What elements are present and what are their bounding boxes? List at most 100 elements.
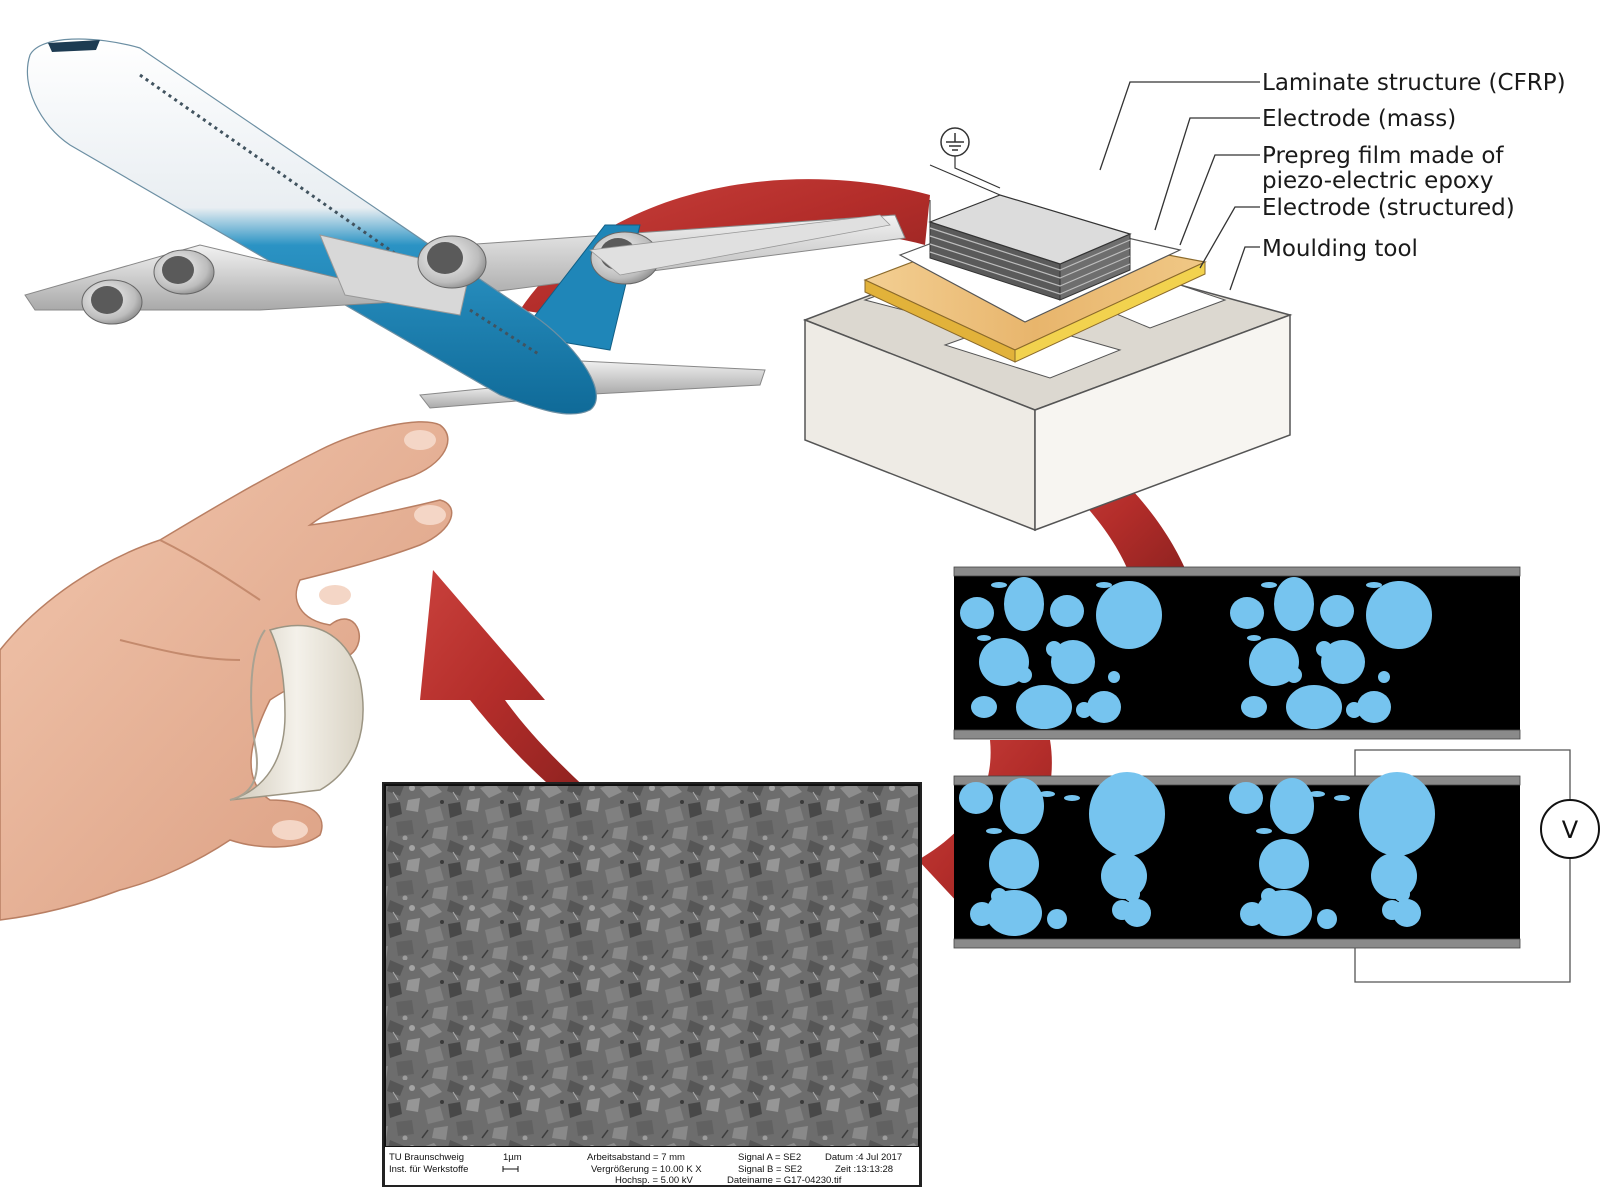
particle xyxy=(1394,886,1410,902)
particle xyxy=(1366,581,1432,649)
particle xyxy=(1286,667,1302,683)
ground-icon xyxy=(940,127,1001,189)
particle xyxy=(1309,791,1325,797)
label-moulding-tool: Moulding tool xyxy=(1262,236,1418,262)
electrode-bottom-upper xyxy=(953,775,1521,786)
hand-with-ring xyxy=(0,421,453,921)
particle xyxy=(1316,641,1332,657)
piezo-ring-sample xyxy=(229,624,364,801)
particle xyxy=(1000,778,1044,834)
sem-footer: TU Braunschweig Inst. für Werkstoffe 1µm… xyxy=(385,1147,919,1186)
particle xyxy=(988,666,1000,678)
particle xyxy=(1089,772,1165,856)
sem-filename: Dateiname = G17-04230.tif xyxy=(727,1175,842,1186)
laminate-cfrp xyxy=(928,164,1132,301)
label-electrode-structured: Electrode (structured) xyxy=(1262,195,1515,221)
particle xyxy=(1108,671,1120,683)
particle xyxy=(1051,640,1095,684)
particle xyxy=(1050,595,1084,627)
particles-aligned xyxy=(959,772,1435,936)
sem-institution-2: Inst. für Werkstoffe xyxy=(389,1164,468,1175)
sem-magnification: Vergrößerung = 10.00 K X xyxy=(591,1164,702,1175)
particle xyxy=(1286,685,1342,729)
particle xyxy=(1320,595,1354,627)
particle xyxy=(1096,581,1162,649)
particle xyxy=(1064,795,1080,801)
particle xyxy=(986,828,1002,834)
label-electrode-mass: Electrode (mass) xyxy=(1262,106,1456,132)
particle xyxy=(977,635,991,641)
voltmeter-symbol: V xyxy=(1562,816,1579,844)
label-prepreg-line2: piezo-electric epoxy xyxy=(1262,168,1494,194)
particle xyxy=(1240,902,1264,926)
electrode-top-upper xyxy=(953,566,1521,577)
particle xyxy=(1124,886,1140,902)
label-leader-lines xyxy=(1099,81,1260,291)
particle xyxy=(989,839,1039,889)
particle xyxy=(1346,702,1362,718)
particle xyxy=(1047,909,1067,929)
sem-voltage: Hochsp. = 5.00 kV xyxy=(615,1175,694,1186)
particle xyxy=(1258,666,1270,678)
sem-scale-label: 1µm xyxy=(503,1152,522,1163)
sem-micrograph: TU Braunschweig Inst. für Werkstoffe 1µm… xyxy=(382,782,922,1187)
sem-image-area xyxy=(385,785,919,1147)
particle xyxy=(1357,691,1391,723)
particle xyxy=(1256,828,1272,834)
particle xyxy=(1371,853,1417,899)
label-laminate: Laminate structure (CFRP) xyxy=(1262,70,1566,96)
particle xyxy=(1366,582,1382,588)
particle xyxy=(971,696,997,718)
electrode-top-lower xyxy=(953,729,1521,740)
airplane-cockpit-window xyxy=(48,40,100,52)
particle xyxy=(1096,582,1112,588)
particle xyxy=(1004,577,1044,631)
particle xyxy=(1046,641,1062,657)
particle xyxy=(1123,899,1151,927)
schematic-unpoled xyxy=(953,566,1521,740)
particle xyxy=(1076,702,1092,718)
particle xyxy=(1317,909,1337,929)
hand-palm xyxy=(0,421,453,921)
particle xyxy=(1241,696,1267,718)
electrode-bottom-lower xyxy=(953,938,1521,949)
sem-signal-b: Signal B = SE2 xyxy=(738,1164,802,1175)
particle xyxy=(1016,685,1072,729)
stack-labels: Laminate structure (CFRP) Electrode (mas… xyxy=(1262,70,1566,262)
particle xyxy=(1321,640,1365,684)
particle xyxy=(1378,671,1390,683)
particle xyxy=(1259,839,1309,889)
particle xyxy=(959,782,993,814)
airplane-windows xyxy=(139,73,541,357)
particle xyxy=(1230,597,1264,629)
sem-signal-a: Signal A = SE2 xyxy=(738,1152,801,1163)
particle xyxy=(1247,635,1261,641)
arrow-up-to-hand xyxy=(420,570,588,790)
moulding-tool-right xyxy=(1034,313,1291,532)
voltmeter-circuit: V xyxy=(1354,749,1600,983)
particle xyxy=(1334,795,1350,801)
particle xyxy=(1274,577,1314,631)
particle xyxy=(1039,791,1055,797)
particle xyxy=(970,902,994,926)
particle xyxy=(1270,778,1314,834)
sem-scale-bar xyxy=(502,1166,519,1172)
sem-institution-1: TU Braunschweig xyxy=(389,1152,464,1163)
sem-time: Zeit :13:13:28 xyxy=(835,1164,893,1175)
schematic-poled xyxy=(953,772,1521,949)
particle xyxy=(1261,582,1277,588)
voltmeter-icon xyxy=(1540,799,1600,859)
particle xyxy=(1016,667,1032,683)
laminate-top-face xyxy=(928,194,1132,265)
sem-working-distance: Arbeitsabstand = 7 mm xyxy=(587,1152,685,1163)
particle xyxy=(960,597,994,629)
particle xyxy=(1229,782,1263,814)
particle xyxy=(1261,888,1277,904)
airplane-illustration xyxy=(24,38,906,415)
particles-random xyxy=(960,577,1432,729)
particle xyxy=(991,888,1007,904)
particle xyxy=(1359,772,1435,856)
particle xyxy=(991,582,1007,588)
laminate-stack-illustration xyxy=(802,81,1293,532)
